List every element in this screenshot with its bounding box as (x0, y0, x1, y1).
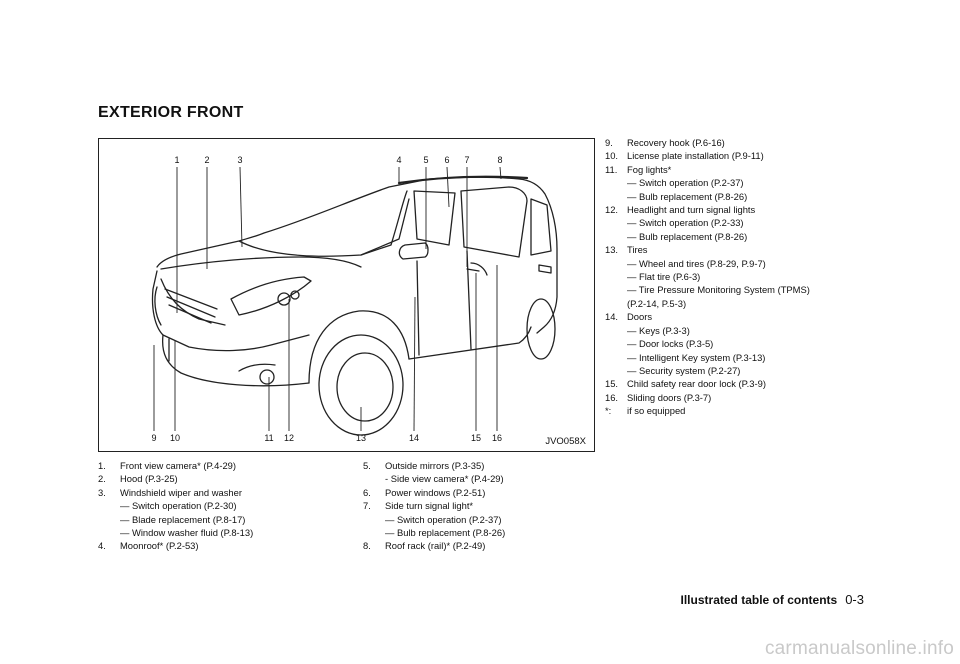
legend-item-text: Windshield wiper and washer (120, 486, 242, 498)
legend-subitem: — Switch operation (P.2-37) (385, 513, 502, 525)
callout-15: 15 (471, 433, 481, 443)
legend-item-text: Power windows (P.2-51) (385, 486, 486, 498)
legend-subitem: — Bulb replacement (P.8-26) (385, 527, 506, 539)
legend-item-number: 2. (98, 473, 106, 485)
legend-subitem: — Blade replacement (P.8-17) (120, 513, 246, 525)
watermark: carmanualsonline.info (764, 638, 954, 659)
legend-item: 3. Windshield wiper and washer (98, 486, 253, 499)
callout-9: 9 (151, 433, 156, 443)
legend-item-number: 14. (605, 311, 619, 323)
legend-item: 15. Child safety rear door lock (P.3-9) (605, 377, 810, 390)
legend-item: 13. Tires (605, 243, 810, 256)
legend-subitem: — Security system (P.2-27) (627, 364, 741, 376)
legend-item-text: Child safety rear door lock (P.3-9) (627, 378, 766, 390)
legend-item: 16. Sliding doors (P.3-7) (605, 391, 810, 404)
legend-item-number: 11. (605, 163, 618, 175)
legend-item-text: Outside mirrors (P.3-35) (385, 460, 485, 471)
legend-column-3: 9. Recovery hook (P.6-16) 10. License plate… (605, 136, 810, 418)
legend-subitem: — Intelligent Key system (P.3-13) (627, 351, 766, 363)
vehicle-exterior-figure: 1 2 3 4 5 6 7 8 9 10 11 12 13 14 15 16 J… (98, 138, 595, 452)
callout-4: 4 (396, 155, 401, 165)
legend-item-number: 3. (98, 486, 106, 498)
footer-title: Illustrated table of contents (680, 593, 838, 607)
legend-item-number: 16. (605, 391, 619, 403)
legend-item-number: 5. (363, 460, 371, 471)
legend-item: 10. License plate installation (P.9-11) (605, 149, 810, 162)
callout-16: 16 (492, 433, 502, 443)
callout-5: 5 (423, 155, 428, 165)
legend-item: 12. Headlight and turn signal lights (605, 203, 810, 216)
callout-13: 13 (356, 433, 366, 443)
legend-subitem: — Switch operation (P.2-37) (627, 177, 744, 189)
legend-item-number: 13. (605, 244, 619, 256)
legend-item-text: Recovery hook (P.6-16) (627, 137, 725, 148)
legend-item: 7. Side turn signal light* (363, 499, 505, 512)
legend-item-number: 4. (98, 540, 106, 552)
legend-item-number: 12. (605, 204, 619, 216)
legend-item-number: 10. (605, 150, 619, 162)
legend-item: *: if so equipped (605, 404, 810, 417)
callout-10: 10 (170, 433, 180, 443)
legend-subitem: — Bulb replacement (P.8-26) (627, 190, 748, 202)
legend-item: 5. Outside mirrors (P.3-35) (363, 459, 505, 472)
legend-item-number: 1. (98, 460, 106, 471)
legend-item-text: Sliding doors (P.3-7) (627, 391, 712, 403)
legend-item-number: 8. (363, 540, 371, 552)
legend-item-number: 9. (605, 137, 613, 148)
legend-item-text: (P.2-14, P.5-3) (627, 297, 687, 309)
legend-item: 4. Moonroof* (P.2-53) (98, 539, 253, 552)
legend-item-text: if so equipped (627, 405, 686, 417)
legend-subitem: — Switch operation (P.2-30) (120, 500, 237, 512)
legend-item: 14. Doors (605, 310, 810, 323)
vehicle-illustration: 1 2 3 4 5 6 7 8 9 10 11 12 13 14 15 16 (151, 155, 558, 443)
legend-item: 9. Recovery hook (P.6-16) (605, 136, 810, 149)
legend-item-number: 6. (363, 486, 371, 498)
legend-item: 6. Power windows (P.2-51) (363, 486, 505, 499)
legend-item: 2. Hood (P.3-25) (98, 472, 253, 485)
callout-3: 3 (237, 155, 242, 165)
legend-item-text: Headlight and turn signal lights (627, 204, 756, 216)
callout-2: 2 (204, 155, 209, 165)
legend-item-number: 7. (363, 500, 371, 512)
legend-subitem: — Keys (P.3-3) (627, 324, 690, 336)
legend-subitem: — Window washer fluid (P.8-13) (120, 527, 254, 539)
legend-subitem: — Tire Pressure Monitoring System (TPMS) (627, 284, 810, 296)
page-number: 0-3 (845, 592, 864, 607)
callout-7: 7 (464, 155, 469, 165)
legend-subitem: — Bulb replacement (P.8-26) (627, 230, 748, 242)
callout-14: 14 (409, 433, 419, 443)
callout-11: 11 (264, 433, 273, 443)
legend-item-number: 15. (605, 378, 619, 390)
section-title: EXTERIOR FRONT (98, 104, 244, 121)
legend-item-text: Doors (627, 311, 653, 323)
legend-item-text: Fog lights* (627, 163, 672, 175)
callout-1: 1 (174, 155, 179, 165)
legend-item-text: Hood (P.3-25) (120, 473, 178, 485)
legend-subitem: — Wheel and tires (P.8-29, P.9-7) (627, 257, 766, 269)
legend-item-number (605, 297, 627, 310)
legend-item-text: Tires (627, 244, 648, 256)
legend-item-text: Roof rack (rail)* (P.2-49) (385, 540, 486, 552)
legend-column-2: 5. Outside mirrors (P.3-35) - Side view ca… (363, 459, 505, 553)
page-footer: Illustrated table of contents 0-3 (681, 592, 864, 607)
legend-item-number: *: (605, 405, 612, 417)
legend-item: (P.2-14, P.5-3) (605, 297, 810, 310)
legend-subitem: — Switch operation (P.2-33) (627, 217, 744, 229)
callout-8: 8 (497, 155, 502, 165)
legend-subitem: - Side view camera* (P.4-29) (385, 473, 504, 485)
legend-item: 1. Front view camera* (P.4-29) (98, 459, 253, 472)
callout-12: 12 (284, 433, 294, 443)
callout-6: 6 (444, 155, 449, 165)
legend-item: 11. Fog lights* (605, 163, 810, 176)
legend-item: 8. Roof rack (rail)* (P.2-49) (363, 539, 505, 552)
legend-subitem: — Flat tire (P.6-3) (627, 271, 701, 283)
figure-code: JVO058X (545, 436, 586, 447)
legend-column-1: 1. Front view camera* (P.4-29) 2. Hood (P.3… (98, 459, 253, 553)
legend-item-text: Side turn signal light* (385, 500, 474, 512)
legend-item-text: Moonroof* (P.2-53) (120, 540, 199, 552)
legend-item-text: Front view camera* (P.4-29) (120, 460, 237, 471)
legend-subitem: — Door locks (P.3-5) (627, 338, 714, 350)
legend-item-text: License plate installation (P.9-11) (627, 150, 764, 162)
callout-leaders (153, 166, 502, 432)
